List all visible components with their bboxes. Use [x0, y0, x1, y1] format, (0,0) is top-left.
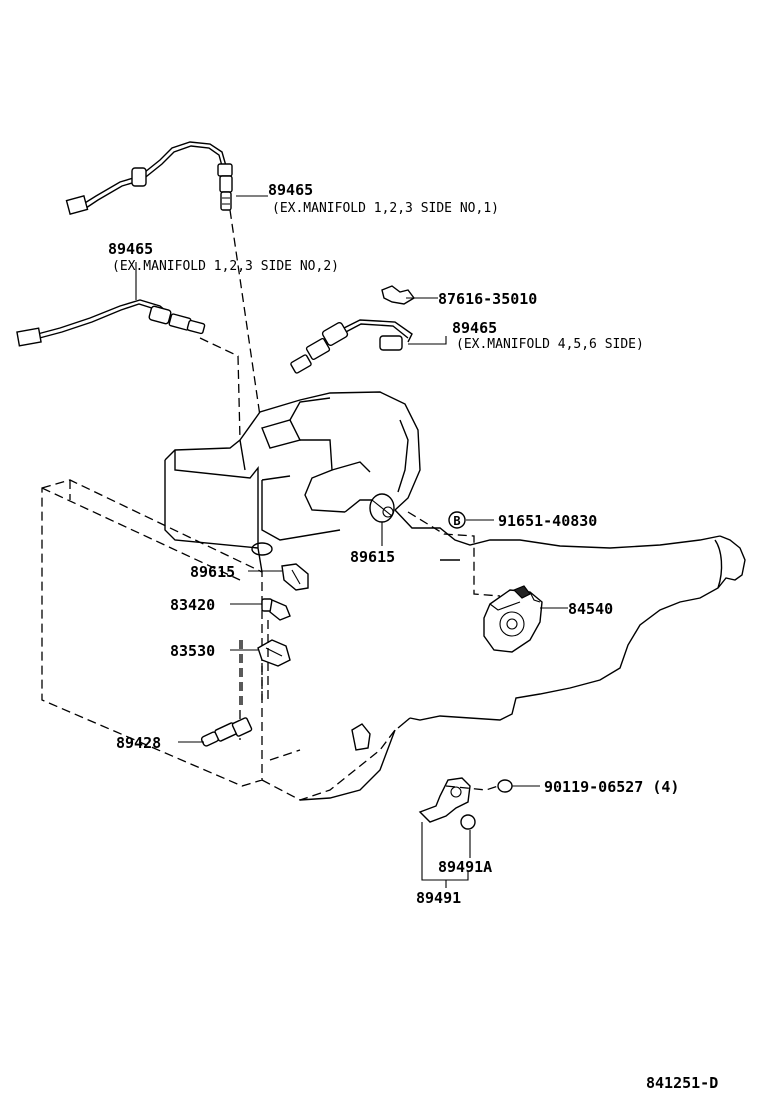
- note-89465-456: (EX.MANIFOLD 4,5,6 SIDE): [456, 337, 644, 352]
- label-83420: 83420: [170, 596, 215, 614]
- label-90119: 90119-06527 (4): [544, 778, 679, 796]
- note-89465-no1: (EX.MANIFOLD 1,2,3 SIDE NO,1): [272, 201, 499, 216]
- sensor-89615-left: [281, 563, 309, 591]
- clip-87616: [381, 285, 416, 305]
- reference-lines: [199, 209, 501, 791]
- bolt-90119: [497, 779, 513, 793]
- cap-89491A: [460, 814, 476, 830]
- label-89465-no2: 89465: [108, 240, 153, 258]
- label-89465-456: 89465: [452, 319, 497, 337]
- label-83530: 83530: [170, 642, 215, 660]
- label-89615-right: 89615: [350, 548, 395, 566]
- callout-labels: 89465 (EX.MANIFOLD 1,2,3 SIDE NO,1) 8946…: [108, 181, 718, 1092]
- diagram-id: 841251-D: [646, 1074, 718, 1092]
- sensor-89428: [200, 717, 253, 747]
- sensor-83420: [261, 598, 291, 621]
- oxygen-sensor-no1: [65, 141, 233, 215]
- label-91651: 91651-40830: [498, 512, 597, 530]
- label-89615-left: 89615: [190, 563, 235, 581]
- label-89428: 89428: [116, 734, 161, 752]
- bracket-89491: [418, 777, 471, 823]
- oxygen-sensor-no2: [16, 299, 206, 347]
- label-89465-no1: 89465: [268, 181, 313, 199]
- label-87616: 87616-35010: [438, 290, 537, 308]
- label-89491: 89491: [416, 889, 461, 907]
- bolt-marker: B: [448, 511, 466, 529]
- engine-block-outline: [41, 479, 396, 801]
- leader-lines: [135, 195, 568, 888]
- sensor-83530: [257, 639, 291, 667]
- bolt-marker-label: B: [453, 514, 460, 528]
- switch-assembly-84540: [483, 585, 543, 653]
- label-84540: 84540: [568, 600, 613, 618]
- note-89465-no2: (EX.MANIFOLD 1,2,3 SIDE NO,2): [112, 259, 339, 274]
- label-89491A: 89491A: [438, 858, 492, 876]
- sensor-89615-right: [369, 493, 395, 523]
- oxygen-sensor-456: [290, 319, 413, 374]
- engine-body: [164, 391, 746, 801]
- harness-clip: [351, 723, 371, 751]
